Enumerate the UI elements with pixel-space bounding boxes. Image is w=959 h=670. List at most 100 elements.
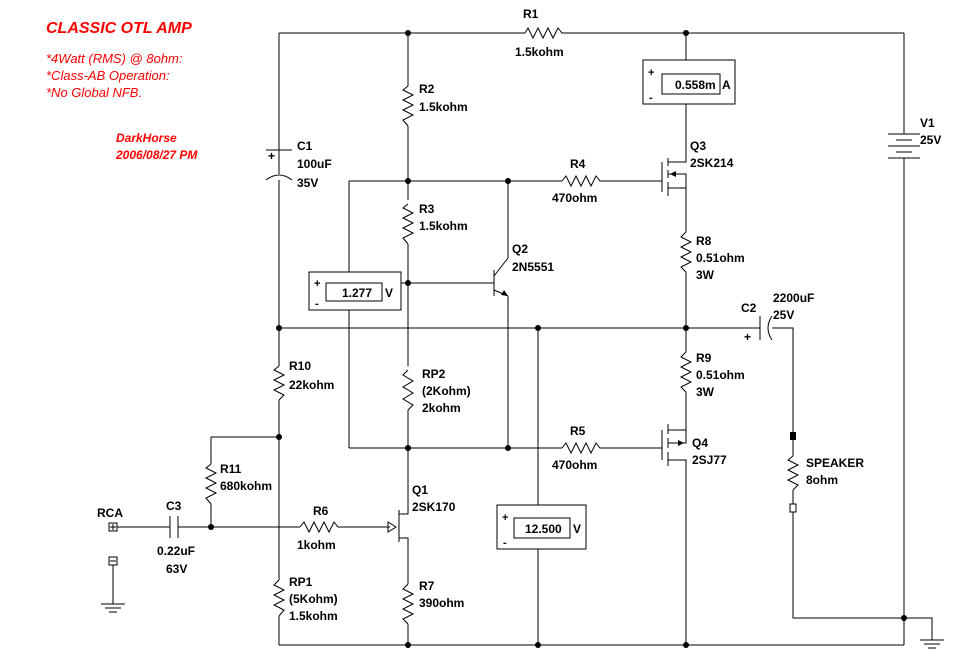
- vmid-unit: V: [573, 522, 581, 536]
- r9-value: 0.51ohm: [696, 368, 745, 382]
- c1-voltage: 35V: [297, 176, 318, 190]
- c2-plus-sign: +: [744, 330, 751, 344]
- vbias-unit: V: [385, 286, 393, 300]
- c1-name: C1: [297, 139, 313, 153]
- author-name: DarkHorse: [116, 131, 177, 145]
- speaker-minus-terminal: [789, 503, 797, 513]
- vmid-plus-sign: +: [502, 512, 508, 524]
- r10-value: 22kohm: [289, 378, 334, 392]
- rp2-range: (2Kohm): [422, 384, 471, 398]
- resistor-r3[interactable]: R3 1.5kohm: [401, 202, 468, 245]
- r2-value: 1.5kohm: [419, 100, 468, 114]
- spec-class: *Class-AB Operation:: [46, 68, 170, 83]
- rp1-value: 1.5kohm: [289, 609, 338, 623]
- resistor-r1[interactable]: R1 1.5kohm: [515, 7, 565, 59]
- vbias-reading: 1.277: [342, 286, 372, 300]
- resistor-r2[interactable]: R2 1.5kohm: [401, 82, 468, 127]
- speaker-name: SPEAKER: [806, 456, 864, 470]
- vbias-minus-sign: -: [315, 298, 319, 310]
- r3-name: R3: [419, 202, 435, 216]
- rca-input[interactable]: RCA: [97, 506, 123, 566]
- v1-value: 25V: [920, 133, 941, 147]
- resistor-r8[interactable]: R8 0.51ohm 3W: [679, 231, 745, 282]
- c2-name: C2: [741, 301, 757, 315]
- c3-name: C3: [166, 499, 182, 513]
- r5-value: 470ohm: [552, 458, 597, 472]
- author-date: 2006/08/27 PM: [115, 148, 198, 162]
- capacitor-c2[interactable]: + C2 2200uF 25V: [741, 291, 814, 344]
- capacitor-c3[interactable]: C3 0.22uF 63V: [157, 499, 195, 576]
- ammeter-unit: A: [722, 78, 731, 92]
- spec-nfb: *No Global NFB.: [46, 85, 142, 100]
- transistor-q3[interactable]: Q3 2SK214: [661, 139, 734, 196]
- r11-name: R11: [220, 462, 242, 476]
- potentiometer-rp1[interactable]: RP1 (5Kohm) 1.5kohm: [272, 575, 338, 623]
- rp2-value: 2kohm: [422, 401, 461, 415]
- q1-name: Q1: [412, 483, 428, 497]
- ammeter-q3-drain[interactable]: + - 0.558m A: [642, 59, 736, 105]
- q2-name: Q2: [512, 242, 528, 256]
- resistor-r10[interactable]: R10 22kohm: [272, 359, 334, 401]
- r7-name: R7: [419, 579, 435, 593]
- vbias-plus-sign: +: [314, 278, 320, 290]
- speaker-load[interactable]: SPEAKER 8ohm: [786, 432, 864, 513]
- q2-part: 2N5551: [512, 260, 554, 274]
- v1-name: V1: [920, 116, 935, 130]
- resistor-r4[interactable]: R4 470ohm: [552, 157, 602, 205]
- r2-name: R2: [419, 82, 435, 96]
- rp1-name: RP1: [289, 575, 313, 589]
- q4-part: 2SJ77: [692, 453, 727, 467]
- c3-voltage: 63V: [166, 562, 187, 576]
- r6-name: R6: [313, 504, 329, 518]
- transistor-q2[interactable]: Q2 2N5551: [493, 242, 554, 297]
- junctions: [208, 30, 907, 648]
- transistor-q1[interactable]: Q1 2SK170: [387, 483, 456, 546]
- resistor-r5[interactable]: R5 470ohm: [552, 424, 602, 472]
- q3-part: 2SK214: [690, 156, 734, 170]
- r8-name: R8: [696, 234, 712, 248]
- r5-name: R5: [570, 424, 586, 438]
- q4-name: Q4: [692, 436, 708, 450]
- wires: [112, 32, 933, 646]
- resistor-r6[interactable]: R6 1kohm: [297, 504, 340, 552]
- resistor-r9[interactable]: R9 0.51ohm 3W: [679, 351, 745, 399]
- r1-value: 1.5kohm: [515, 45, 564, 59]
- r4-name: R4: [570, 157, 586, 171]
- ground-left-icon: [101, 603, 125, 613]
- vmid-minus-sign: -: [503, 537, 507, 549]
- r10-name: R10: [289, 359, 311, 373]
- voltmeter-bias[interactable]: + - 1.277 V: [308, 271, 402, 311]
- c2-voltage: 25V: [773, 308, 794, 322]
- ammeter-plus-sign: +: [648, 67, 654, 79]
- c3-value: 0.22uF: [157, 544, 195, 558]
- r3-value: 1.5kohm: [419, 219, 468, 233]
- r4-value: 470ohm: [552, 191, 597, 205]
- q1-part: 2SK170: [412, 500, 456, 514]
- resistor-r11[interactable]: R11 680kohm: [204, 462, 272, 505]
- ground-right-icon: [920, 639, 944, 649]
- transistor-q4[interactable]: Q4 2SJ77: [661, 420, 727, 490]
- ammeter-minus-sign: -: [649, 92, 653, 104]
- r1-name: R1: [523, 7, 539, 21]
- speaker-value: 8ohm: [806, 473, 838, 487]
- c2-value: 2200uF: [773, 291, 814, 305]
- c1-value: 100uF: [297, 157, 332, 171]
- c1-plus-sign: +: [268, 149, 275, 163]
- rp1-range: (5Kohm): [289, 592, 338, 606]
- r8-power: 3W: [696, 268, 715, 282]
- ammeter-reading: 0.558m: [675, 78, 716, 92]
- battery-v1[interactable]: V1 25V: [888, 116, 941, 160]
- voltmeter-midpoint[interactable]: + - 12.500 V: [496, 504, 587, 550]
- rca-name: RCA: [97, 506, 123, 520]
- spec-power: *4Watt (RMS) @ 8ohm:: [46, 51, 183, 66]
- resistor-r7[interactable]: R7 390ohm: [401, 579, 464, 625]
- capacitor-c1[interactable]: + C1 100uF 35V: [265, 139, 332, 190]
- rp2-name: RP2: [422, 367, 446, 381]
- q3-name: Q3: [690, 139, 706, 153]
- potentiometer-rp2[interactable]: RP2 (2Kohm) 2kohm: [402, 367, 471, 415]
- r6-value: 1kohm: [297, 538, 336, 552]
- vmid-reading: 12.500: [525, 522, 562, 536]
- r9-name: R9: [696, 351, 712, 365]
